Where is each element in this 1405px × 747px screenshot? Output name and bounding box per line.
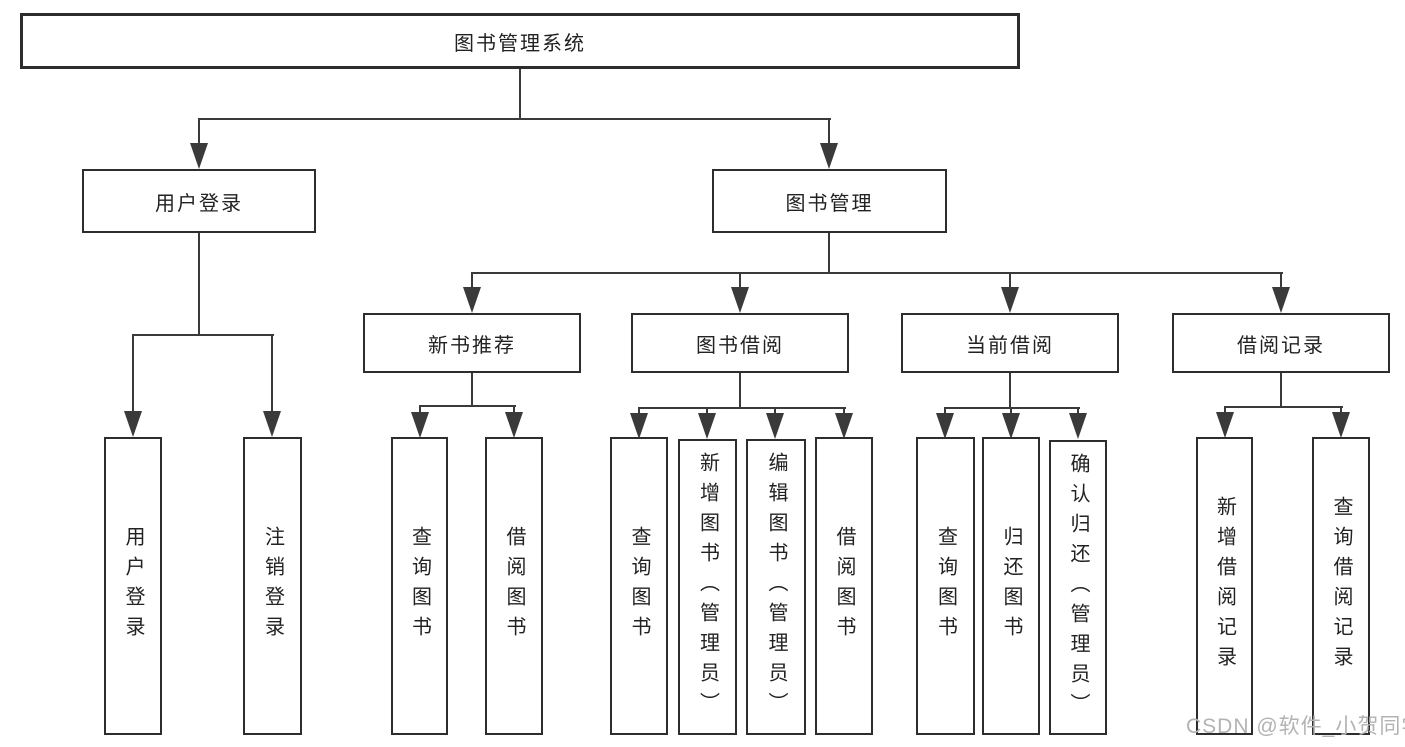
connector-arrow-stem [132, 334, 134, 412]
leaf-borrow-edit-books-admin: 编辑图书（管理员） [746, 439, 806, 735]
leaf-current-query-books: 查询图书 [916, 437, 975, 735]
connector-user-login-split [132, 334, 274, 336]
connector-arrow-stem [828, 118, 830, 144]
arrow-down-icon [505, 412, 523, 438]
node-book-management: 图书管理 [712, 169, 947, 233]
connector-book-management-stem [828, 233, 830, 274]
leaf-recommend-query-books: 查询图书 [391, 437, 448, 735]
arrow-down-icon [936, 413, 954, 439]
node-borrowing-records: 借阅记录 [1172, 313, 1390, 373]
connector-current-split [944, 407, 1080, 409]
arrow-down-icon [766, 413, 784, 439]
arrow-down-icon [1332, 412, 1350, 438]
connector-arrow-stem [513, 405, 515, 414]
connector-arrow-stem [1224, 406, 1226, 415]
connector-borrow-stem [739, 373, 741, 409]
connector-arrow-stem [774, 407, 776, 415]
connector-current-stem [1009, 373, 1011, 409]
connector-user-login-stem [198, 233, 200, 336]
connector-records-split [1224, 406, 1343, 408]
leaf-logout: 注销登录 [243, 437, 302, 735]
leaf-recommend-borrow-books: 借阅图书 [485, 437, 543, 735]
node-current-borrowing: 当前借阅 [901, 313, 1119, 373]
leaf-records-add-borrow-record: 新增借阅记录 [1196, 437, 1253, 735]
connector-recommend-split [419, 405, 516, 407]
leaf-current-return-books: 归还图书 [982, 437, 1040, 735]
leaf-current-confirm-return-admin: 确认归还（管理员） [1049, 440, 1107, 735]
arrow-down-icon [630, 413, 648, 439]
leaf-records-query-borrow-record: 查询借阅记录 [1312, 437, 1370, 735]
arrow-down-icon [1272, 287, 1290, 313]
leaf-borrow-add-books-admin: 新增图书（管理员） [678, 439, 737, 735]
arrow-down-icon [698, 413, 716, 439]
arrow-down-icon [1216, 412, 1234, 438]
node-book-borrowing: 图书借阅 [631, 313, 849, 373]
arrow-down-icon [731, 287, 749, 313]
arrow-down-icon [263, 411, 281, 437]
leaf-borrow-query-books: 查询图书 [610, 437, 668, 735]
connector-arrow-stem [1010, 407, 1012, 415]
arrow-down-icon [463, 287, 481, 313]
connector-arrow-stem [739, 272, 741, 288]
arrow-down-icon [1069, 413, 1087, 439]
leaf-borrow-borrow-books: 借阅图书 [815, 437, 873, 735]
connector-arrow-stem [1280, 272, 1282, 288]
connector-arrow-stem [843, 407, 845, 415]
arrow-down-icon [835, 413, 853, 439]
node-user-login: 用户登录 [82, 169, 316, 233]
arrow-down-icon [124, 411, 142, 437]
leaf-user-login: 用户登录 [104, 437, 162, 735]
connector-arrow-stem [638, 407, 640, 415]
connector-arrow-stem [706, 407, 708, 415]
connector-level2-split [471, 272, 1283, 274]
arrow-down-icon [1002, 413, 1020, 439]
node-new-book-recommend: 新书推荐 [363, 313, 581, 373]
connector-arrow-stem [419, 405, 421, 414]
arrow-down-icon [820, 143, 838, 169]
connector-arrow-stem [944, 407, 946, 415]
arrow-down-icon [190, 143, 208, 169]
connector-level1-split [198, 118, 831, 120]
connector-recommend-stem [471, 373, 473, 407]
connector-arrow-stem [198, 118, 200, 144]
arrow-down-icon [411, 412, 429, 438]
connector-borrow-split [638, 407, 846, 409]
connector-arrow-stem [1077, 407, 1079, 415]
csdn-watermark: CSDN @软件_小贺同学 [1186, 715, 1405, 738]
node-library-management-system: 图书管理系统 [20, 13, 1020, 69]
connector-records-stem [1280, 373, 1282, 408]
connector-root-stem [519, 69, 521, 119]
connector-arrow-stem [471, 272, 473, 288]
arrow-down-icon [1001, 287, 1019, 313]
connector-arrow-stem [1009, 272, 1011, 288]
connector-arrow-stem [271, 334, 273, 412]
connector-arrow-stem [1340, 406, 1342, 415]
